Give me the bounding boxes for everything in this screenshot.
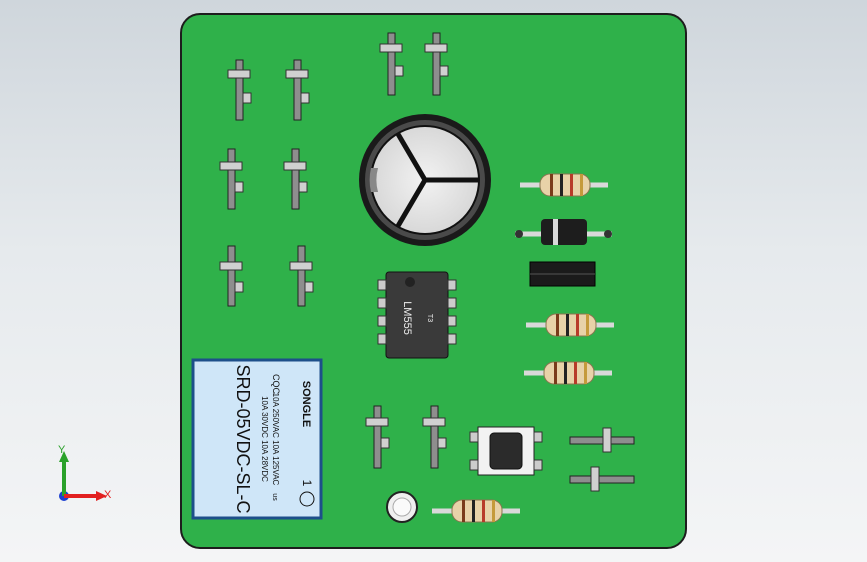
header-pin-4[interactable]	[283, 148, 308, 210]
y-axis-label: Y	[58, 444, 66, 456]
resistor-3[interactable]	[524, 361, 612, 385]
header-pin-7[interactable]	[379, 32, 404, 96]
relay-pin1-marker	[299, 491, 315, 507]
header-pin-10[interactable]	[422, 405, 447, 469]
header-pin-11[interactable]	[569, 427, 635, 453]
tactile-push-button[interactable]	[469, 426, 543, 476]
header-pin-5[interactable]	[219, 245, 244, 307]
relay-songle[interactable]: SONGLE 1 CQC 10A 250VAC 10A 125VAC 10A 3…	[191, 358, 323, 520]
header-pin-6[interactable]	[289, 245, 314, 307]
axis-triad: Y X	[58, 444, 112, 501]
black-connector-block[interactable]	[529, 261, 596, 287]
relay-us-label: us	[271, 493, 278, 501]
header-pin-12[interactable]	[569, 466, 635, 492]
relay-brand-label: SONGLE	[300, 381, 312, 427]
header-pin-8[interactable]	[424, 32, 449, 96]
header-pin-1[interactable]	[227, 59, 252, 121]
header-pin-9[interactable]	[365, 405, 390, 469]
x-axis-label: X	[104, 489, 112, 501]
led[interactable]	[386, 491, 418, 523]
resistor-4[interactable]	[432, 499, 520, 523]
ic-pin-label: T3	[426, 314, 433, 322]
resistor-2[interactable]	[526, 313, 614, 337]
ic-label: LM555	[401, 301, 413, 335]
ic-lm555[interactable]: LM555 T3	[377, 271, 457, 359]
resistor-1[interactable]	[520, 173, 608, 197]
relay-cqc-label: CQC	[271, 374, 281, 395]
relay-rating-line-1: 10A 250VAC 10A 125VAC	[271, 393, 280, 486]
header-pin-3[interactable]	[219, 148, 244, 210]
relay-model-label: SRD-05VDC-SL-C	[233, 364, 253, 513]
electrolytic-capacitor[interactable]	[359, 114, 491, 246]
relay-pin-number: 1	[300, 480, 314, 487]
relay-rating-line-2: 10A 30VDC 10A 28VDC	[260, 396, 269, 482]
diode[interactable]	[515, 219, 612, 245]
header-pin-2[interactable]	[285, 59, 310, 121]
